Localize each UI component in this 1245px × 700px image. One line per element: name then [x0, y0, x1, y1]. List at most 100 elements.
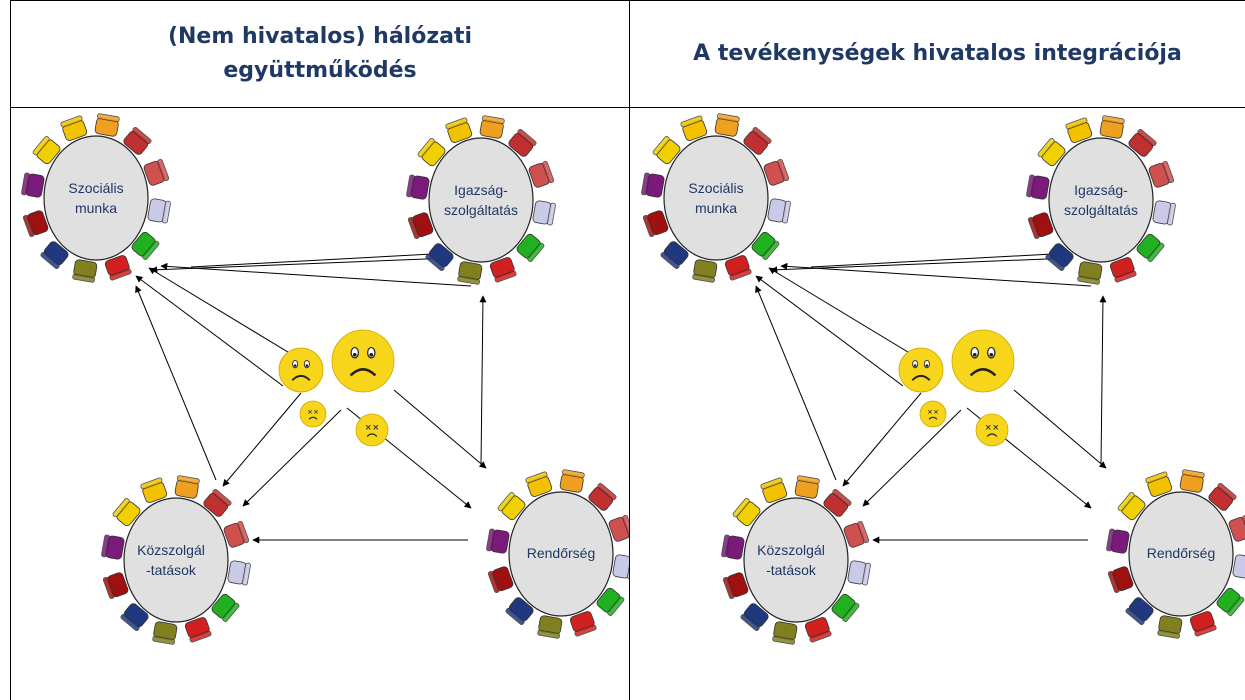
chair	[102, 572, 129, 599]
chair	[1189, 611, 1217, 637]
round-table	[43, 135, 149, 261]
connection-arrow	[768, 267, 932, 367]
node-label: Közszolgál	[757, 542, 825, 558]
chair	[532, 200, 556, 226]
diagram-right: SzociálismunkaIgazság-szolgáltatásKözszo…	[641, 113, 1245, 645]
chair	[772, 621, 798, 645]
chair	[112, 498, 141, 527]
chair	[1148, 161, 1175, 188]
round-table	[428, 137, 534, 263]
connection-arrow	[222, 392, 302, 487]
chair	[101, 534, 125, 560]
header-left-line2: együttműködés	[223, 57, 417, 83]
chair	[1027, 212, 1054, 239]
chair	[525, 471, 553, 497]
chair	[831, 593, 860, 622]
chair	[1117, 492, 1146, 521]
table-kozszolgaltatasok: Közszolgál -tatások	[721, 475, 871, 645]
sad-face-icon	[951, 329, 1015, 393]
chair	[22, 210, 49, 237]
round-table	[1048, 137, 1154, 263]
chair	[457, 261, 483, 285]
chair	[1045, 243, 1074, 272]
chair	[1136, 233, 1165, 262]
chair	[823, 488, 852, 517]
connection-arrow	[1099, 295, 1107, 466]
connection-arrow	[862, 409, 962, 507]
node-label: szolgáltatás	[444, 202, 518, 218]
chair	[537, 615, 563, 639]
chair	[60, 115, 88, 141]
chair	[211, 593, 240, 622]
chair	[497, 492, 526, 521]
chair	[1128, 128, 1157, 157]
chair	[32, 136, 61, 165]
chair	[143, 159, 170, 186]
connection-arrow	[160, 262, 472, 287]
chair	[1109, 257, 1137, 283]
sad-face-icon	[331, 329, 395, 393]
chair	[652, 136, 681, 165]
connection-arrow	[150, 257, 452, 274]
chair	[407, 212, 434, 239]
chair	[487, 566, 514, 593]
chair	[1099, 115, 1125, 139]
chair	[1026, 174, 1050, 200]
connection-arrow	[148, 267, 312, 367]
round-table	[743, 497, 849, 623]
chair	[1077, 261, 1103, 285]
connection-arrow	[135, 285, 217, 481]
chair	[1157, 615, 1183, 639]
chair	[608, 515, 629, 542]
table-igazsagszolgaltatas: Igazság-szolgáltatás	[406, 115, 556, 285]
chair	[767, 198, 791, 224]
chair	[794, 475, 820, 499]
chair	[847, 560, 871, 586]
node-label: Szociális	[688, 180, 743, 196]
chair	[508, 128, 537, 157]
table-rendorseg: Rendőrség	[486, 469, 629, 639]
chair	[724, 255, 752, 281]
chair	[40, 241, 69, 270]
chair	[569, 611, 597, 637]
node-label: -tatások	[766, 562, 817, 578]
node-label: -tatások	[146, 562, 197, 578]
connection-arrow	[242, 409, 342, 507]
chair	[743, 126, 772, 155]
chair	[486, 528, 510, 554]
chair	[660, 241, 689, 270]
chair	[21, 172, 45, 198]
node-label: Közszolgál	[137, 542, 205, 558]
node-label: szolgáltatás	[1064, 202, 1138, 218]
table-border-left	[10, 0, 11, 700]
connection-arrow	[393, 389, 487, 469]
chair	[641, 172, 665, 198]
chair	[843, 521, 870, 548]
node-label: Rendőrség	[527, 545, 596, 561]
table-igazsagszolgaltatas: Igazság-szolgáltatás	[1026, 115, 1176, 285]
chair	[227, 560, 251, 586]
chair	[680, 115, 708, 141]
chair	[516, 233, 545, 262]
chair	[692, 259, 718, 283]
dizzy-face-icon	[975, 413, 1009, 447]
round-table	[508, 491, 614, 617]
dizzy-face-icon	[919, 400, 947, 428]
connection-arrow	[479, 295, 487, 466]
sad-face-icon	[278, 347, 324, 393]
dizzy-face-icon	[355, 413, 389, 447]
chair	[417, 138, 446, 167]
chair	[751, 231, 780, 260]
table-kozszolgaltatasok: Közszolgál -tatások	[101, 475, 251, 645]
connection-arrow	[810, 249, 1072, 268]
connection-arrow	[842, 392, 922, 487]
sad-face-icon	[898, 347, 944, 393]
chair	[612, 554, 629, 580]
chair	[732, 498, 761, 527]
chair	[1065, 117, 1093, 143]
chair	[174, 475, 200, 499]
chair	[763, 159, 790, 186]
chair	[714, 113, 740, 137]
